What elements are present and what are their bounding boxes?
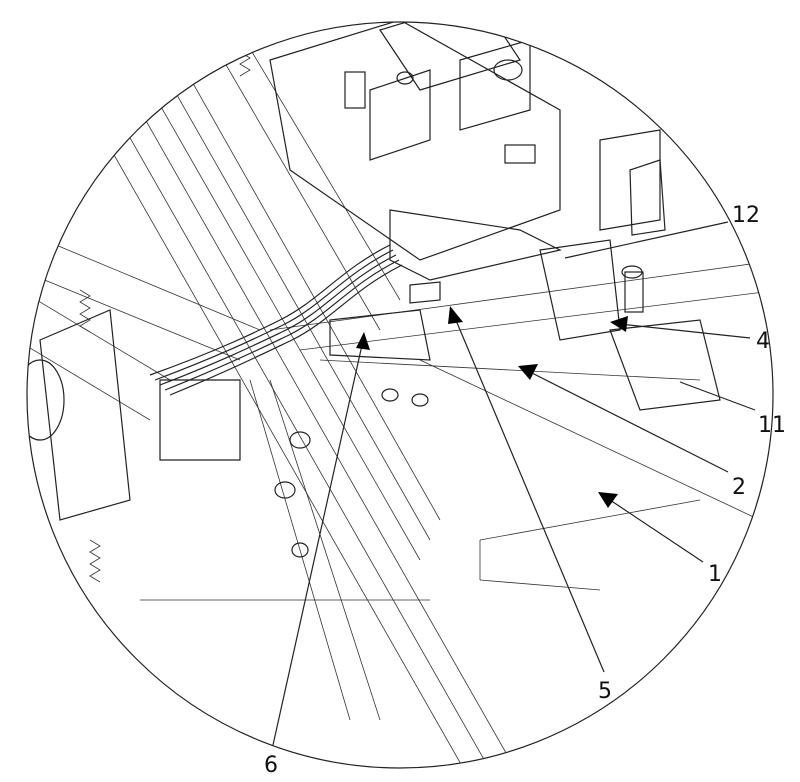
label-4: 4 [756,329,770,354]
label-11: 11 [758,413,786,438]
label-12: 12 [732,203,760,228]
detail-circle [26,21,774,769]
mechanism-detail [27,22,773,768]
label-2: 2 [732,475,746,500]
leader-lines [272,221,756,746]
label-5: 5 [598,679,612,704]
label-6: 6 [264,753,278,778]
label-1: 1 [708,562,722,587]
reference-labels: 12 4 11 2 1 5 6 [264,203,786,778]
